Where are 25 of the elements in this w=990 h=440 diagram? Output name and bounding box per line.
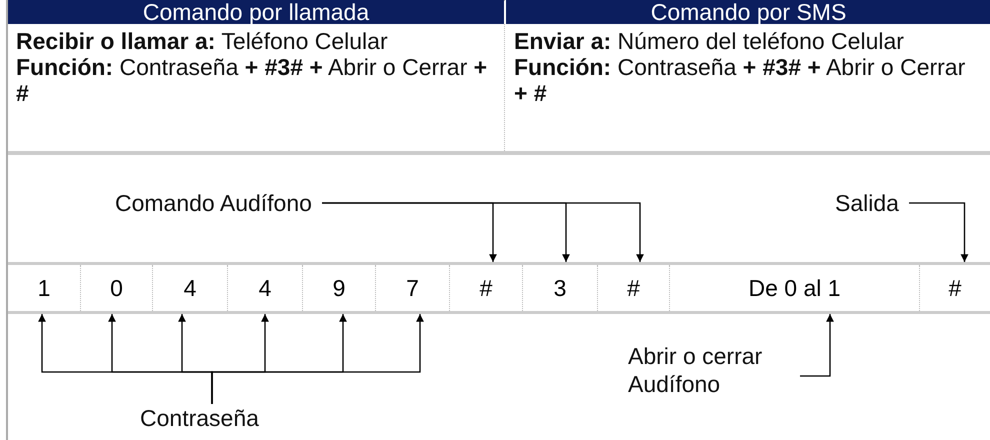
code-cell: 0: [80, 265, 152, 311]
arrow: [211, 314, 424, 404]
code-cell: 9: [302, 265, 375, 311]
arrow: [909, 202, 968, 262]
contact-text: Recibir o llamar a: Teléfono Celular: [16, 28, 389, 54]
arrow: [800, 314, 834, 377]
annotation-text: Comando Audífono: [115, 189, 322, 217]
code-cell: #: [919, 265, 990, 311]
annotation-text: Salida: [835, 189, 909, 217]
code-cell: #: [449, 265, 522, 311]
code-cell: 4: [227, 265, 302, 311]
column-header: Comando por SMS: [505, 0, 990, 24]
code-cell: De 0 al 1: [669, 265, 919, 311]
code-cell: 7: [375, 265, 449, 311]
arrow: [322, 202, 644, 262]
annotation-text: Abrir o cerrar Audífono: [628, 342, 788, 398]
code-cell: 1: [8, 265, 80, 311]
annotation-text: Contraseña: [140, 404, 259, 432]
function-text: Función: Contraseña + #3# + Abrir o Cerrar + #: [514, 54, 966, 106]
code-cell: 3: [522, 265, 597, 311]
column-header: Comando por llamada: [8, 0, 504, 24]
function-text: Función: Contraseña + #3# + Abrir o Cerrar + #: [16, 54, 488, 106]
code-cell: 4: [152, 265, 227, 311]
contact-text: Enviar a: Número del teléfono Celular: [514, 28, 905, 54]
code-cell: #: [597, 265, 669, 311]
